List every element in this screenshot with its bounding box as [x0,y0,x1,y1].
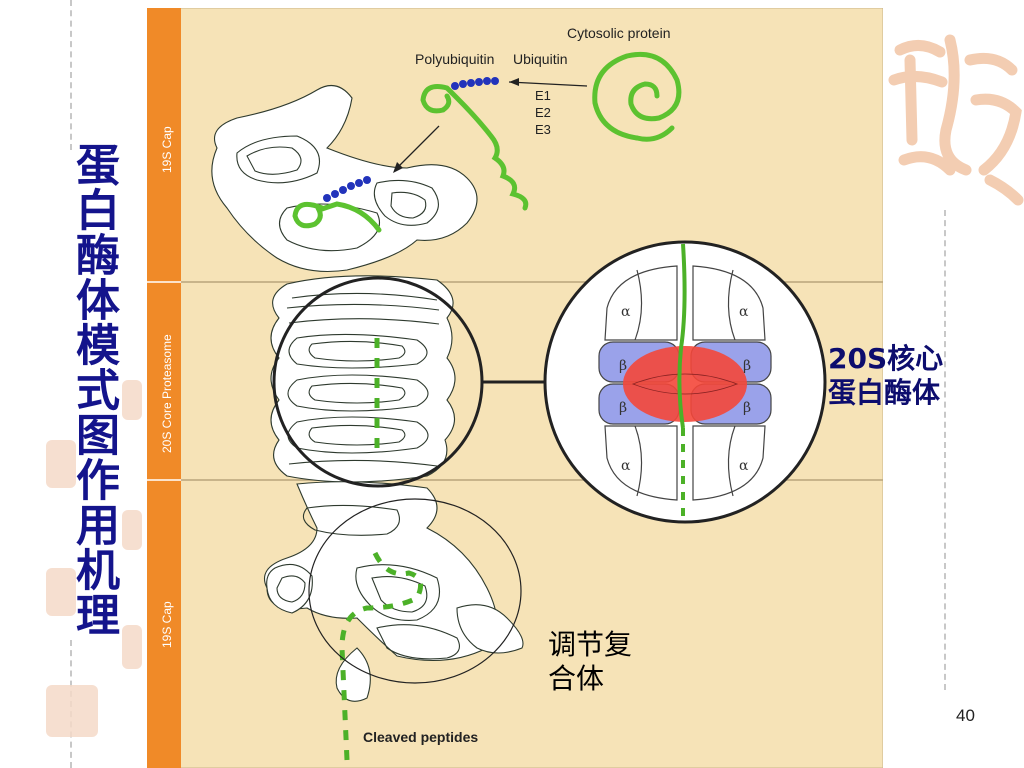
band-label-middle: 20S Core Proteasome [160,334,174,453]
slide-title: 蛋白酶体模式图作用机理 [68,142,119,637]
beta-label: β [743,400,751,416]
proteasome-figure: 19S Cap 20S Core Proteasome 19S Cap [147,8,883,768]
polyubiquitin-chain [451,77,499,90]
caption-20s-line1: 20S核心 [828,342,944,375]
beta-label: β [619,358,627,374]
side-band [147,8,181,768]
caption-regulatory-complex: 调节复 合体 [548,628,632,696]
caption-regulatory-line2: 合体 [548,662,605,695]
seal-ornament [46,568,76,616]
caption-20s-line2: 蛋白酶体 [828,376,941,409]
cytosolic-protein [592,51,682,141]
seal-ornament [122,510,142,550]
band-label-top: 19S Cap [160,126,174,173]
seal-ornament [46,440,76,488]
alpha-label: α [621,458,631,474]
catalytic-chamber [623,346,747,422]
core-zoom: α α β β β β α α [543,240,827,524]
arrow-to-proteasome [396,125,440,169]
ubiquitinated-protein [420,84,529,211]
label-polyubiquitin: Polyubiquitin [415,51,494,67]
alpha-label: α [621,304,631,320]
label-ubiquitin: Ubiquitin [513,51,567,67]
label-cleaved-peptides: Cleaved peptides [363,729,478,745]
label-enzyme-e1: E1 [535,88,551,103]
band-label-bottom: 19S Cap [160,601,174,648]
arrow-ubiquitination [508,81,588,87]
page-number: 40 [956,706,975,725]
seal-ornament [122,625,142,669]
peptide-path [339,551,424,761]
alpha-label: α [739,458,749,474]
right-guide-line [944,210,946,690]
label-enzyme-e3: E3 [535,122,551,137]
label-cytosolic-protein: Cytosolic protein [567,25,671,41]
entering-protein [292,201,382,233]
label-enzyme-e2: E2 [535,105,551,120]
calligraphy-ornament [888,34,1024,206]
regulatory-highlight-circle [308,498,522,684]
caption-regulatory-line1: 调节复 [548,628,633,661]
left-guide-line [70,0,72,150]
beta-label: β [619,400,627,416]
beta-label: β [743,358,751,374]
caption-20s-core: 20S核心 蛋白酶体 [828,342,943,410]
seal-ornament [46,685,98,737]
seal-ornament [122,380,142,420]
alpha-label: α [739,304,749,320]
polyubiquitin-chain [323,176,371,202]
